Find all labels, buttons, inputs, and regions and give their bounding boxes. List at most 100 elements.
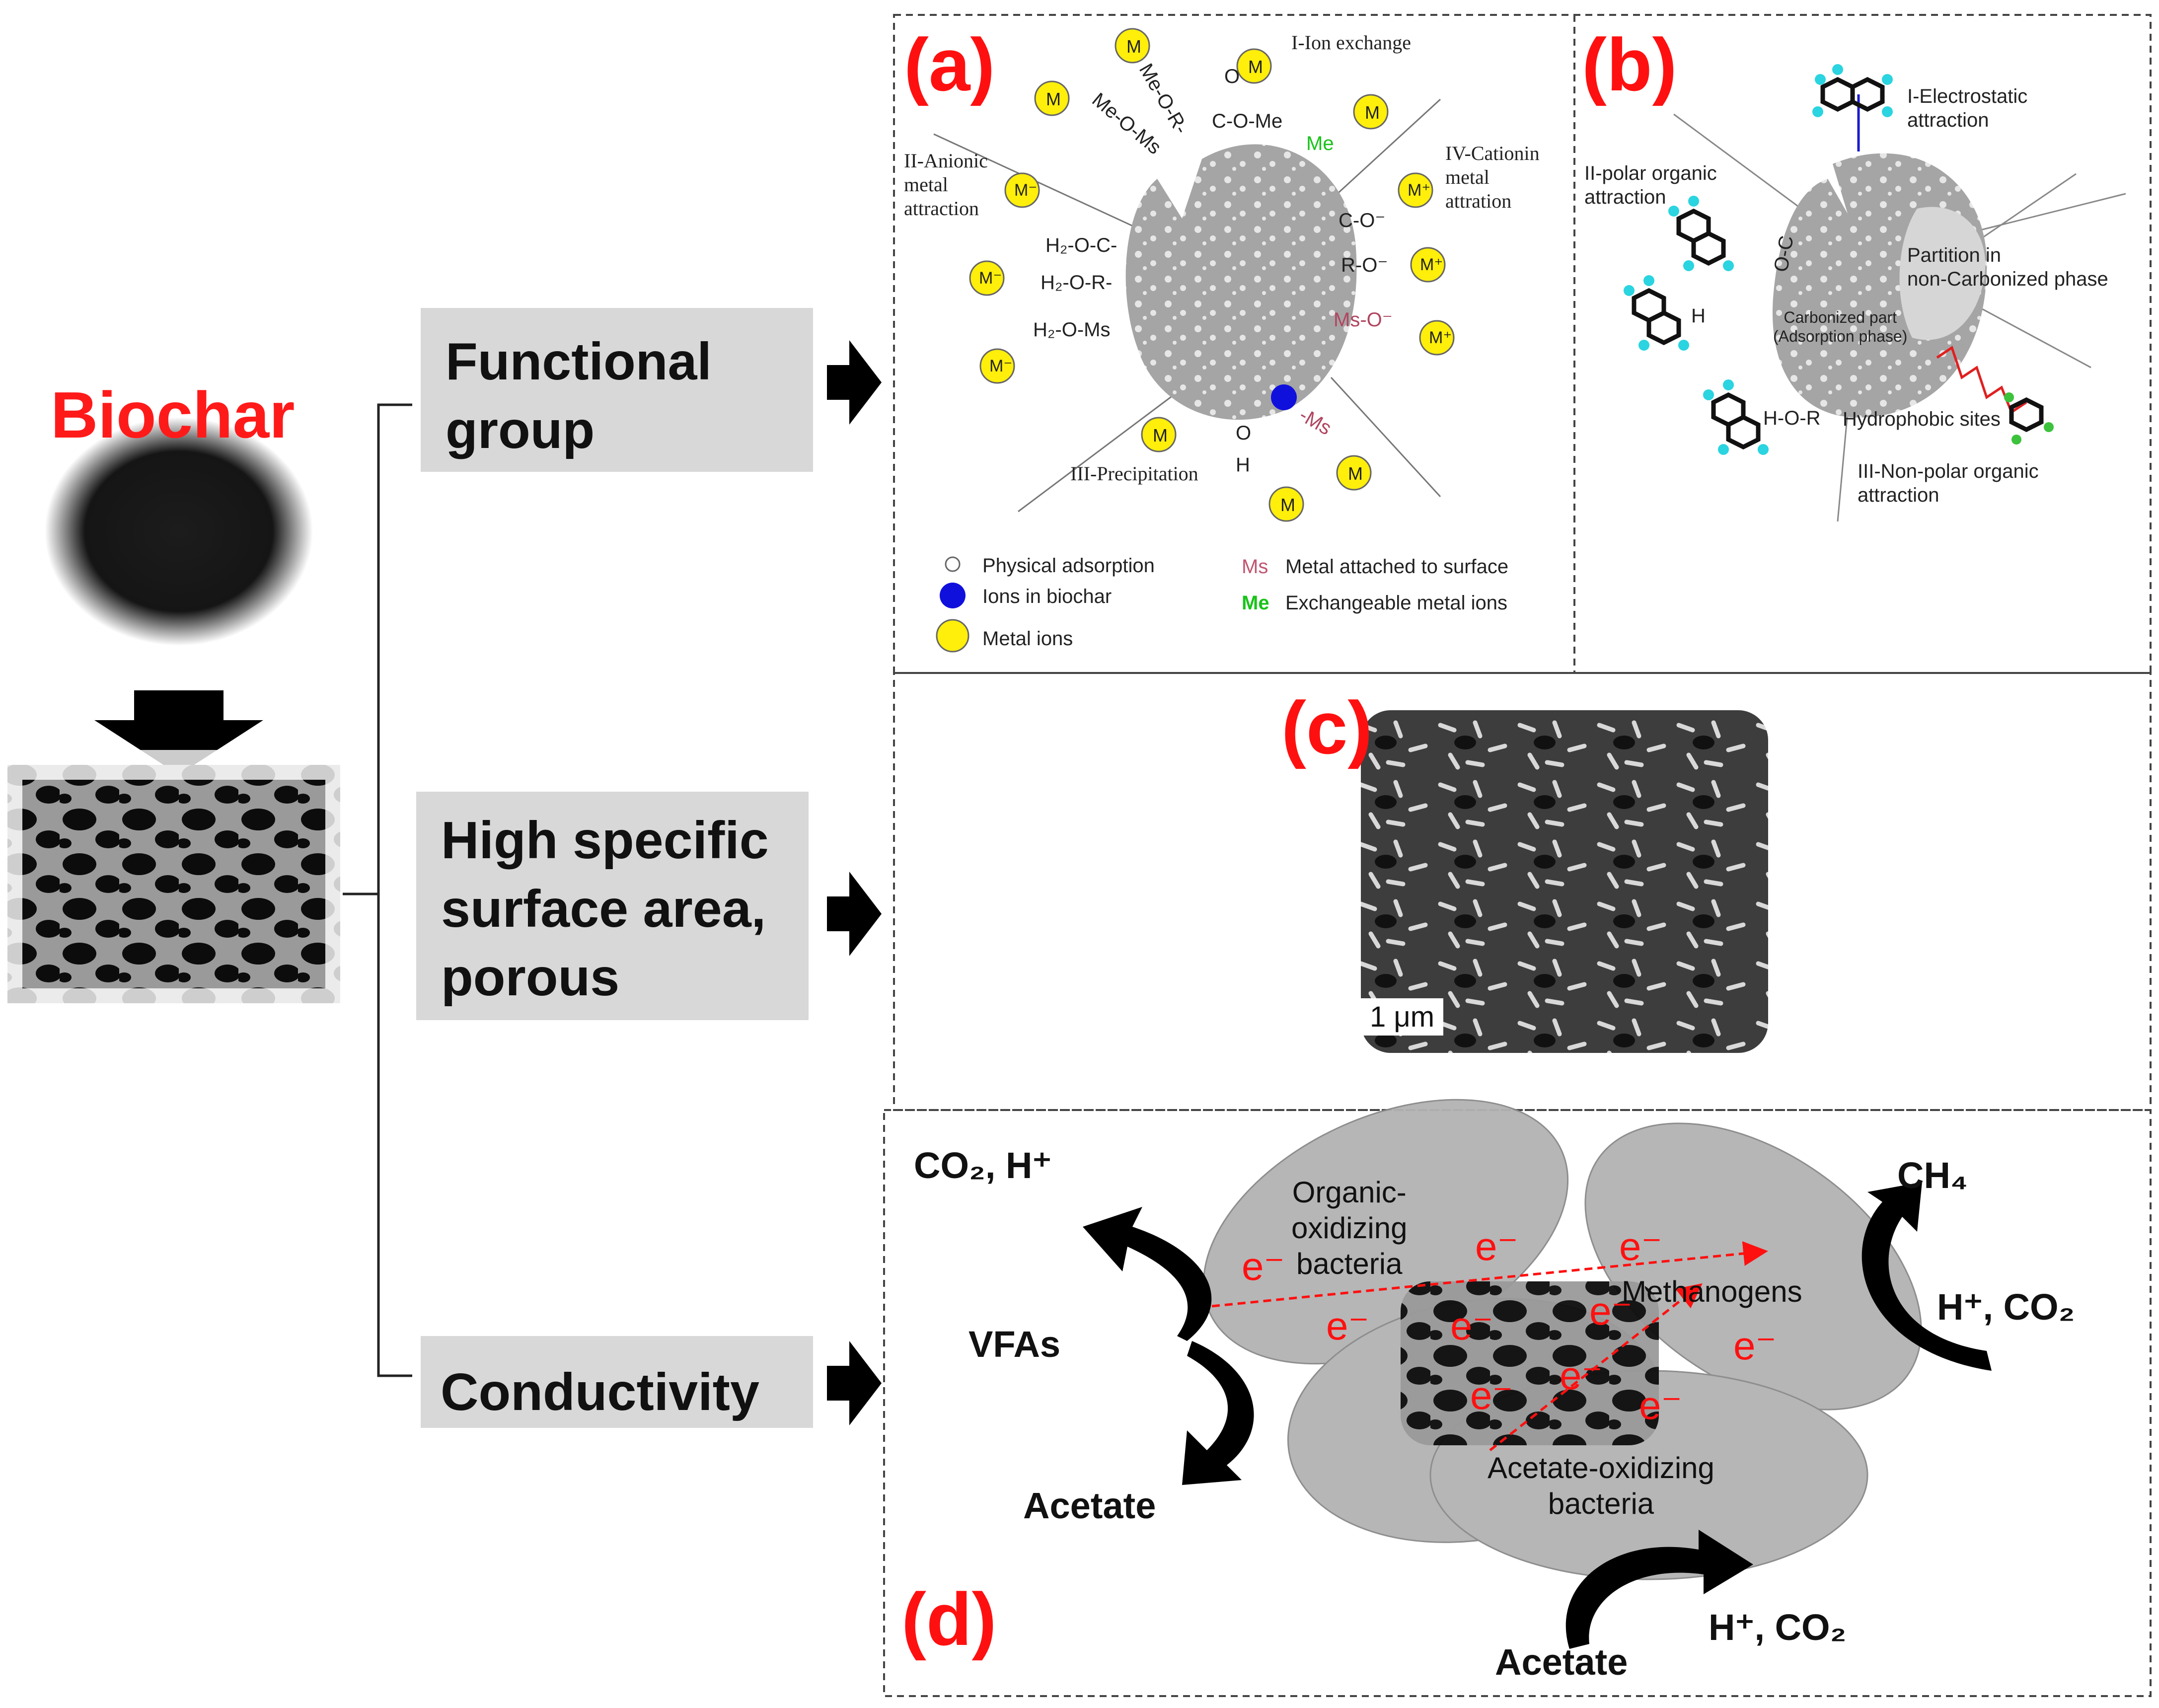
group-o-h: O H — [1236, 417, 1251, 481]
carbonized-line-1: Carbonized part — [1784, 308, 1897, 326]
carbonized-label: Carbonized part (Adsorption phase) — [1773, 308, 1907, 346]
partition-line-2: non-Carbonized phase — [1907, 268, 2108, 290]
electron-2: e⁻ — [1475, 1224, 1518, 1268]
surface-line-1: High specific — [441, 811, 769, 870]
electron-9: e⁻ — [1470, 1373, 1513, 1417]
group-c-o-me: C-O-Me — [1212, 110, 1283, 132]
electron-4: e⁻ — [1326, 1304, 1369, 1348]
ch4-label: CH₄ — [1897, 1155, 1968, 1196]
m-ion-10: M⁺ — [1429, 328, 1452, 347]
carbonized-line-2: (Adsorption phase) — [1773, 327, 1908, 346]
molecule-halogen-atoms — [2004, 392, 2054, 445]
arrow-to-panel-c-icon — [827, 872, 882, 956]
group-me-right: Me — [1306, 133, 1334, 154]
group-ms-o-minus: Ms-O⁻ — [1334, 309, 1393, 331]
partition-label: Partition in non-Carbonized phase — [1907, 243, 2108, 291]
organic-line-3: bacteria — [1296, 1247, 1403, 1280]
precipitation-label: III-Precipitation — [1070, 462, 1198, 485]
m-ion-7: M⁻ — [979, 269, 1002, 288]
electron-10: e⁻ — [1639, 1383, 1682, 1427]
anionic-line-2: metal — [904, 173, 948, 196]
m-ion-5: M⁻ — [1014, 181, 1038, 200]
h-o-r-label: H-O-R — [1763, 407, 1821, 429]
panel-a-label: (a) — [904, 23, 995, 106]
polar-line-2: attraction — [1584, 186, 1666, 208]
m-ion-12: M — [1348, 463, 1363, 484]
h-co2-bottom-label: H⁺, CO₂ — [1709, 1607, 1847, 1648]
legend-metal-icon — [936, 619, 969, 653]
electrostatic-line-1: I-Electrostatic — [1907, 85, 2028, 107]
legend-me-text: Exchangeable metal ions — [1285, 592, 1507, 614]
electron-transfer-arrows — [1211, 1241, 1768, 1451]
organic-line-1: Organic- — [1292, 1176, 1407, 1209]
organic-bacteria-label: Organic- oxidizing bacteria — [1291, 1175, 1407, 1282]
arrow-to-panel-a-icon — [827, 340, 882, 425]
electron-7: e⁻ — [1733, 1324, 1777, 1368]
electrostatic-line-2: attraction — [1907, 109, 1989, 131]
acetate-bacteria-label: Acetate-oxidizing bacteria — [1488, 1450, 1714, 1522]
conductivity-label: Conductivity — [441, 1363, 759, 1421]
polar-label: II-polar organic attraction — [1584, 161, 1717, 209]
molecule-h-atoms — [1624, 64, 1893, 455]
group-o-top: O — [1224, 66, 1240, 87]
molecule-icons — [1632, 76, 2044, 450]
methanogens-label: Methanogens — [1622, 1275, 1802, 1308]
cationic-label: IV-Cationin metal attration — [1445, 142, 1540, 213]
group-h2-o-c: H₂-O-C- — [1045, 234, 1117, 256]
anionic-line-1: II-Anionic — [904, 149, 988, 172]
m-ion-13: M — [1280, 495, 1295, 515]
functional-line-1: Functional — [446, 332, 712, 391]
m-ion-2: M — [1046, 89, 1061, 109]
nonpolar-label: III-Non-polar organic attraction — [1858, 459, 2039, 507]
process-arrows — [1083, 1182, 1992, 1649]
nonpolar-line-2: attraction — [1858, 484, 1939, 506]
biochar-powder-photo — [45, 417, 313, 646]
m-ion-6: M⁺ — [1408, 181, 1431, 200]
polar-line-1: II-polar organic — [1584, 162, 1717, 184]
electrostatic-label: I-Electrostatic attraction — [1907, 84, 2027, 132]
down-arrow-icon — [94, 690, 263, 775]
acetate-bacteria-line-2: bacteria — [1548, 1487, 1654, 1520]
m-ion-8: M⁺ — [1420, 255, 1443, 274]
legend-ms-text: Metal attached to surface — [1285, 556, 1509, 578]
panel-a-particle — [933, 98, 1441, 513]
surface-line-2: surface area, — [441, 879, 766, 938]
electron-3: e⁻ — [1619, 1224, 1662, 1268]
arrow-to-panel-d-icon — [827, 1341, 882, 1425]
m-ion-3: M — [1248, 57, 1263, 77]
conductivity-box: Conductivity — [421, 1336, 813, 1428]
legend-physical-icon — [945, 556, 961, 572]
group-h2-o-ms: H₂-O-Ms — [1033, 319, 1111, 341]
legend-physical-text: Physical adsorption — [982, 555, 1155, 577]
electron-1: e⁻ — [1242, 1244, 1285, 1288]
h-co2-right-label: H⁺, CO₂ — [1937, 1286, 2075, 1328]
acetate-left-label: Acetate — [1023, 1485, 1156, 1526]
anionic-line-3: attraction — [904, 197, 979, 220]
legend-ms-symbol: Ms — [1242, 556, 1268, 578]
vfas-label: VFAs — [968, 1324, 1061, 1365]
acetate-bacteria-line-1: Acetate-oxidizing — [1488, 1451, 1714, 1485]
biochar-center-photo — [1401, 1281, 1659, 1445]
acetate-bottom-label: Acetate — [1495, 1641, 1628, 1683]
m-ion-1: M — [1126, 36, 1141, 57]
nonpolar-line-1: III-Non-polar organic — [1858, 460, 2039, 482]
electron-6: e⁻ — [1589, 1289, 1633, 1333]
cationic-line-2: metal — [1445, 166, 1489, 188]
panel-d-label: (d) — [901, 1577, 997, 1661]
legend-me-symbol: Me — [1242, 592, 1269, 614]
ion-exchange-label: I-Ion exchange — [1291, 31, 1411, 54]
scale-bar-label: 1 μm — [1361, 998, 1444, 1036]
panel-a-metal-ions — [969, 28, 1455, 522]
group-h2-o-r: H₂-O-R- — [1041, 272, 1113, 294]
sem-bacteria-photo — [1361, 710, 1768, 1053]
panel-b-label: (b) — [1582, 23, 1677, 106]
cationic-line-1: IV-Cationin — [1445, 142, 1540, 164]
m-ion-11: M — [1153, 425, 1168, 446]
biochar-sem-photo — [7, 765, 340, 1003]
anionic-label: II-Anionic metal attraction — [904, 149, 988, 221]
hydrophobic-label: Hydrophobic sites — [1843, 408, 2001, 430]
group-c-o-minus: C-O⁻ — [1339, 210, 1386, 231]
bracket-lines — [343, 403, 412, 1377]
electron-8: e⁻ — [1560, 1353, 1603, 1398]
